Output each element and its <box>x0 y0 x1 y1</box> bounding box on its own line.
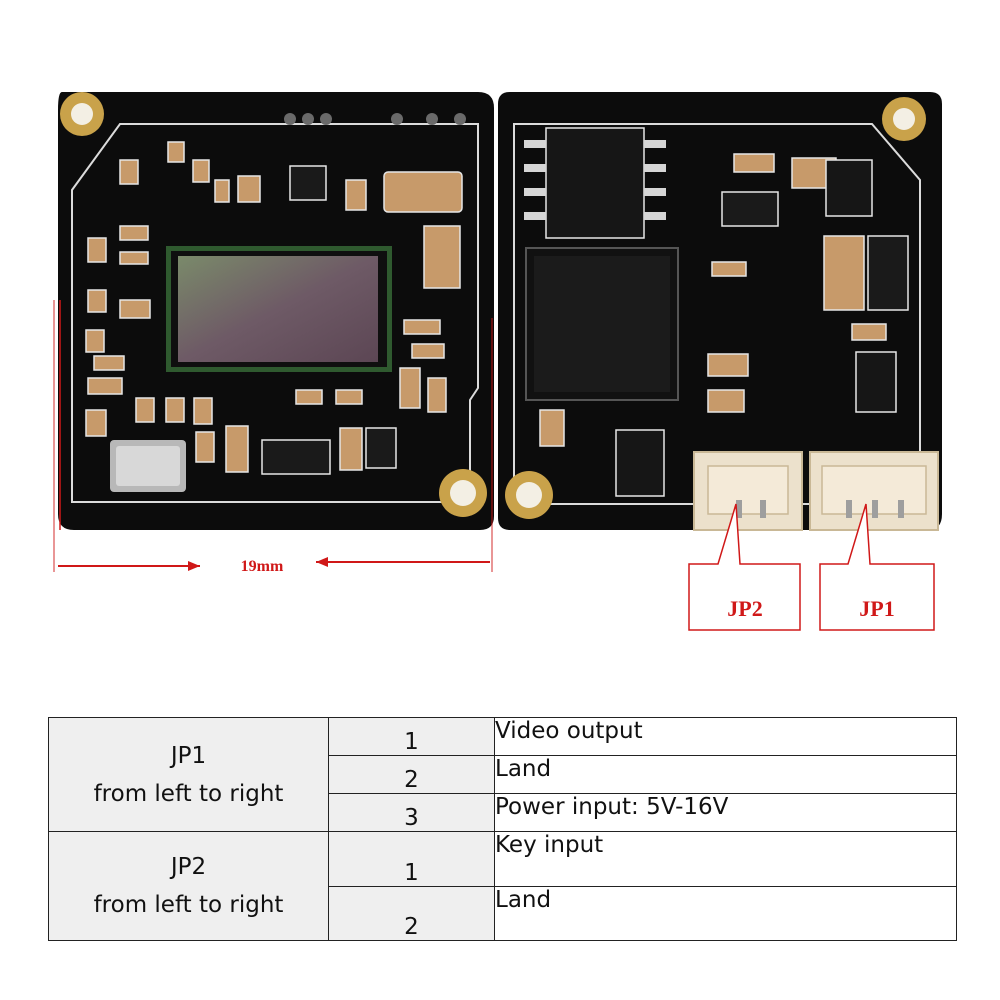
pin-function: Key input <box>494 831 957 887</box>
table-row: 2 Land <box>49 885 957 942</box>
group-name: JP1 <box>170 742 207 769</box>
jp2-label: JP2 <box>727 596 762 621</box>
pin-number: 1 <box>328 831 495 887</box>
chips <box>615 159 897 497</box>
group-cell-jp1: JP1 from left to right <box>48 716 329 833</box>
mounting-hole <box>882 97 926 141</box>
header-pins <box>284 113 466 125</box>
back-board <box>498 92 942 531</box>
table-row: JP1 from left to right 1 Video output <box>48 716 957 833</box>
jp1-callout: JP1 <box>819 503 935 631</box>
image-sensor <box>166 246 392 372</box>
pin-function: Video output <box>494 716 957 757</box>
table-row: JP2 from left to right 1 Key input <box>48 831 957 941</box>
pin-number: 3 <box>328 793 495 833</box>
pin-number: 1 <box>328 716 495 757</box>
mounting-hole <box>60 92 104 136</box>
pin-function: Power input: 5V-16V <box>494 793 957 833</box>
group-note: from left to right <box>93 780 284 807</box>
processor-chip <box>525 247 679 401</box>
mounting-hole <box>439 469 487 517</box>
group-note: from left to right <box>93 892 284 919</box>
smd-components <box>85 141 461 473</box>
mounting-hole <box>505 471 553 519</box>
jp1-label: JP1 <box>859 596 894 621</box>
dimension-label: 19mm <box>241 558 284 575</box>
crystal-oscillator <box>110 440 186 492</box>
dimension-annotation: 19mm <box>53 300 493 575</box>
connector-jp1 <box>809 451 939 531</box>
front-board <box>58 92 494 530</box>
pin-function: Land <box>494 885 957 942</box>
soic-chip <box>524 127 666 239</box>
smd-components <box>539 153 909 447</box>
table-row: 3 Power input: 5V-16V <box>49 793 957 833</box>
chips <box>261 165 463 475</box>
pin-function: Land <box>494 755 957 795</box>
camera-module-photo: 19mm JP2 JP1 <box>53 92 942 631</box>
pin-number: 2 <box>328 885 495 942</box>
connector-jp2 <box>693 451 803 531</box>
group-name: JP2 <box>170 854 207 881</box>
jp2-callout: JP2 <box>688 503 801 631</box>
pin-number: 2 <box>328 755 495 795</box>
pin-table: JP1 from left to right 1 Video output 2 … <box>48 716 957 942</box>
group-cell-jp2: JP2 from left to right <box>48 831 329 941</box>
